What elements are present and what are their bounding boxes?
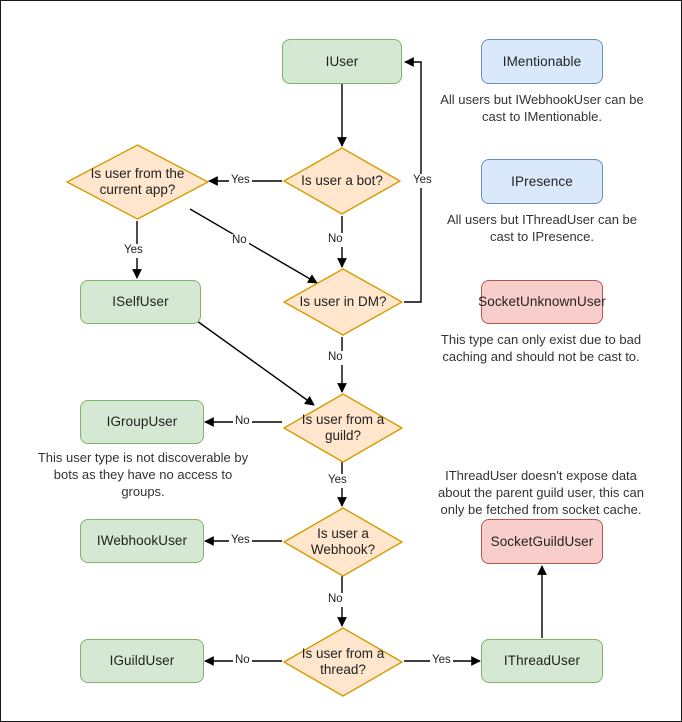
diamond-shape-thread bbox=[283, 627, 403, 697]
node-ipresence[interactable]: IPresence bbox=[481, 159, 603, 204]
edge-label-app-no: No bbox=[230, 234, 249, 248]
node-socketunknownuser[interactable]: SocketUnknownUser bbox=[478, 280, 606, 324]
node-ipresence-label: IPresence bbox=[511, 173, 573, 189]
node-is-user-from-a-thread[interactable]: Is user from a thread? bbox=[282, 626, 404, 698]
node-socketunknownuser-label: SocketUnknownUser bbox=[478, 294, 606, 310]
edge-label-guild-no: No bbox=[233, 415, 252, 429]
node-is-user-in-dm-label: Is user in DM? bbox=[299, 293, 387, 309]
node-is-user-a-bot-label: Is user a bot? bbox=[301, 172, 383, 188]
node-is-user-a-webhook-label: Is user a Webhook? bbox=[310, 525, 376, 557]
edge-label-dm-no: No bbox=[326, 351, 345, 365]
node-is-user-a-bot[interactable]: Is user a bot? bbox=[282, 146, 402, 216]
node-socketguilduser[interactable]: SocketGuildUser bbox=[481, 519, 603, 564]
diamond-shape-bot bbox=[283, 147, 401, 215]
diamond-shape-dm bbox=[283, 268, 403, 336]
node-is-user-a-webhook[interactable]: Is user a Webhook? bbox=[282, 506, 404, 578]
note-socketunknownuser: This type can only exist due to bad cach… bbox=[440, 332, 642, 365]
node-is-user-from-current-app[interactable]: Is user from the current app? bbox=[65, 143, 210, 221]
edge-label-bot-no: No bbox=[326, 233, 345, 247]
node-is-user-from-a-guild-label: Is user from a guild? bbox=[301, 411, 385, 443]
node-igroupuser-label: IGroupUser bbox=[106, 414, 178, 430]
node-ithreaduser-label: IThreadUser bbox=[503, 653, 581, 669]
edge-label-bot-yes: Yes bbox=[229, 174, 252, 188]
edge-label-dm-yes: Yes bbox=[411, 174, 434, 188]
node-ithreaduser[interactable]: IThreadUser bbox=[481, 639, 603, 683]
node-iuser-label: IUser bbox=[325, 53, 359, 69]
edge-label-webhook-no: No bbox=[326, 593, 345, 607]
note-igroupuser: This user type is not discoverable by bo… bbox=[37, 450, 249, 500]
node-iwebhookuser[interactable]: IWebhookUser bbox=[80, 519, 204, 563]
note-ipresence: All users but IThreadUser can be cast to… bbox=[446, 212, 638, 245]
node-iuser[interactable]: IUser bbox=[282, 39, 402, 84]
node-iwebhookuser-label: IWebhookUser bbox=[96, 533, 188, 549]
node-iselfuser[interactable]: ISelfUser bbox=[80, 280, 201, 324]
node-iselfuser-label: ISelfUser bbox=[112, 294, 169, 310]
node-socketguilduser-label: SocketGuildUser bbox=[490, 533, 594, 549]
edge-label-app-yes: Yes bbox=[122, 244, 145, 258]
node-is-user-from-a-thread-label: Is user from a thread? bbox=[301, 645, 385, 677]
node-is-user-from-a-guild[interactable]: Is user from a guild? bbox=[282, 392, 404, 464]
node-imentionable-label: IMentionable bbox=[502, 53, 582, 69]
node-iguilduser-label: IGuildUser bbox=[109, 653, 175, 669]
node-iguilduser[interactable]: IGuildUser bbox=[80, 639, 204, 683]
node-is-user-in-dm[interactable]: Is user in DM? bbox=[282, 267, 404, 337]
edge-label-guild-yes: Yes bbox=[326, 474, 349, 488]
note-socketguilduser: IThreadUser doesn't expose data about th… bbox=[438, 468, 644, 518]
node-is-user-from-current-app-label: Is user from the current app? bbox=[90, 165, 185, 197]
node-imentionable[interactable]: IMentionable bbox=[481, 39, 603, 84]
edge-label-thread-yes: Yes bbox=[430, 654, 453, 668]
node-igroupuser[interactable]: IGroupUser bbox=[80, 400, 204, 444]
diamond-shape-current-app bbox=[66, 144, 209, 220]
diamond-shape-webhook bbox=[283, 507, 403, 577]
edge-label-thread-no: No bbox=[233, 654, 252, 668]
diamond-shape-guild bbox=[283, 393, 403, 463]
note-imentionable: All users but IWebhookUser can be cast t… bbox=[440, 92, 644, 125]
edge-label-webhook-yes: Yes bbox=[229, 534, 252, 548]
